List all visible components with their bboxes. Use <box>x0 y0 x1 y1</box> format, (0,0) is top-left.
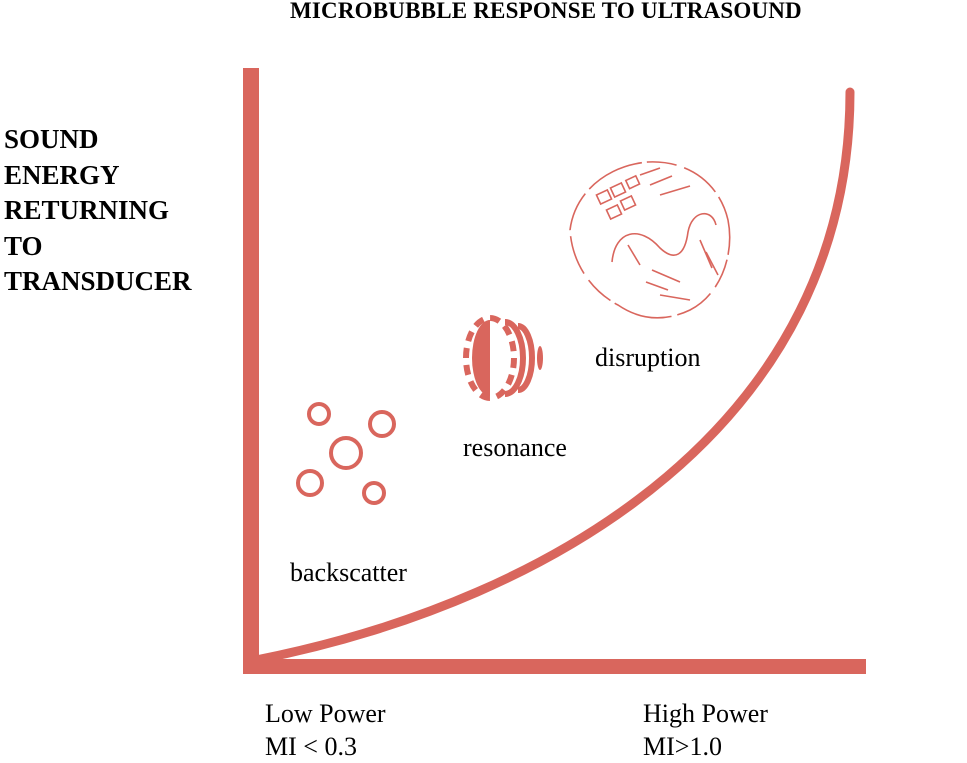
resonance-core <box>472 320 490 396</box>
y-axis-label-line-3: RETURNING <box>4 195 170 225</box>
response-curve <box>251 87 855 665</box>
y-axis-label-line-4: TO <box>4 230 43 261</box>
x-axis-low-line-2: MI < 0.3 <box>265 732 357 761</box>
bubble-small-top-right <box>368 410 396 438</box>
x-axis-high-line-2: MI>1.0 <box>643 732 722 761</box>
bubble-small-top-left <box>307 402 331 426</box>
y-axis-label: SOUND ENERGY RETURNING TO TRANSDUCER <box>4 122 192 300</box>
x-axis-low-line-1: Low Power <box>265 699 386 728</box>
diagram-title: MICROBUBBLE RESPONSE TO ULTRASOUND <box>290 0 802 23</box>
stage-label-disruption: disruption <box>595 343 701 372</box>
x-axis-high-label: High Power MI>1.0 <box>643 697 768 763</box>
stage-label-resonance: resonance <box>463 433 567 462</box>
bubble-small-bottom-right <box>362 481 386 505</box>
x-axis-line <box>243 659 866 674</box>
disruption-wave <box>611 213 717 263</box>
resonance-arc-1 <box>504 319 526 397</box>
y-axis-label-line-1: SOUND <box>4 124 99 154</box>
stage-label-backscatter: backscatter <box>290 558 407 587</box>
disruption-cracks <box>627 167 719 301</box>
resonance-arc-2 <box>517 323 535 393</box>
bubble-left <box>296 469 324 497</box>
y-axis-label-line-2: ENERGY <box>4 159 120 190</box>
resonating-bubble-icon <box>463 315 543 401</box>
bubble-cluster-icon <box>296 402 396 505</box>
y-axis-label-line-5: TRANSDUCER <box>4 266 192 296</box>
x-axis-low-label: Low Power MI < 0.3 <box>265 697 386 763</box>
disrupted-bubble-icon <box>569 161 731 319</box>
disruption-fragments <box>595 174 641 221</box>
x-axis-high-line-1: High Power <box>643 699 768 728</box>
bubble-large-center <box>329 436 363 470</box>
disruption-outline <box>569 161 731 319</box>
y-axis-line <box>243 68 259 674</box>
resonance-tip <box>537 346 543 370</box>
resonance-band-1 <box>463 315 517 401</box>
